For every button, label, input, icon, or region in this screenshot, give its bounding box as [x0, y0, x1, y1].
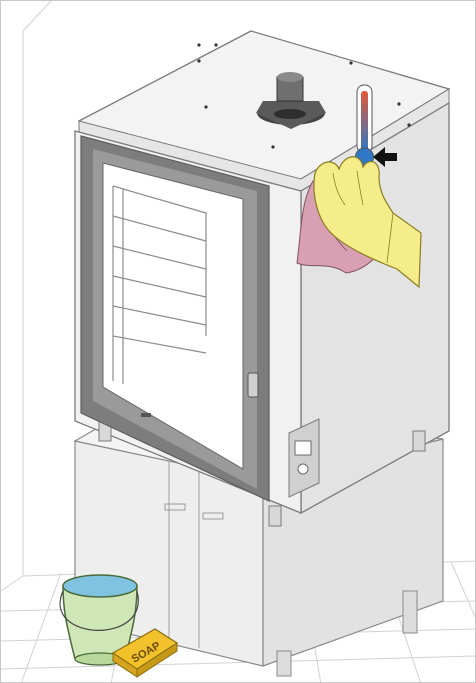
control-panel	[289, 419, 319, 497]
thermometer-icon	[356, 85, 374, 166]
